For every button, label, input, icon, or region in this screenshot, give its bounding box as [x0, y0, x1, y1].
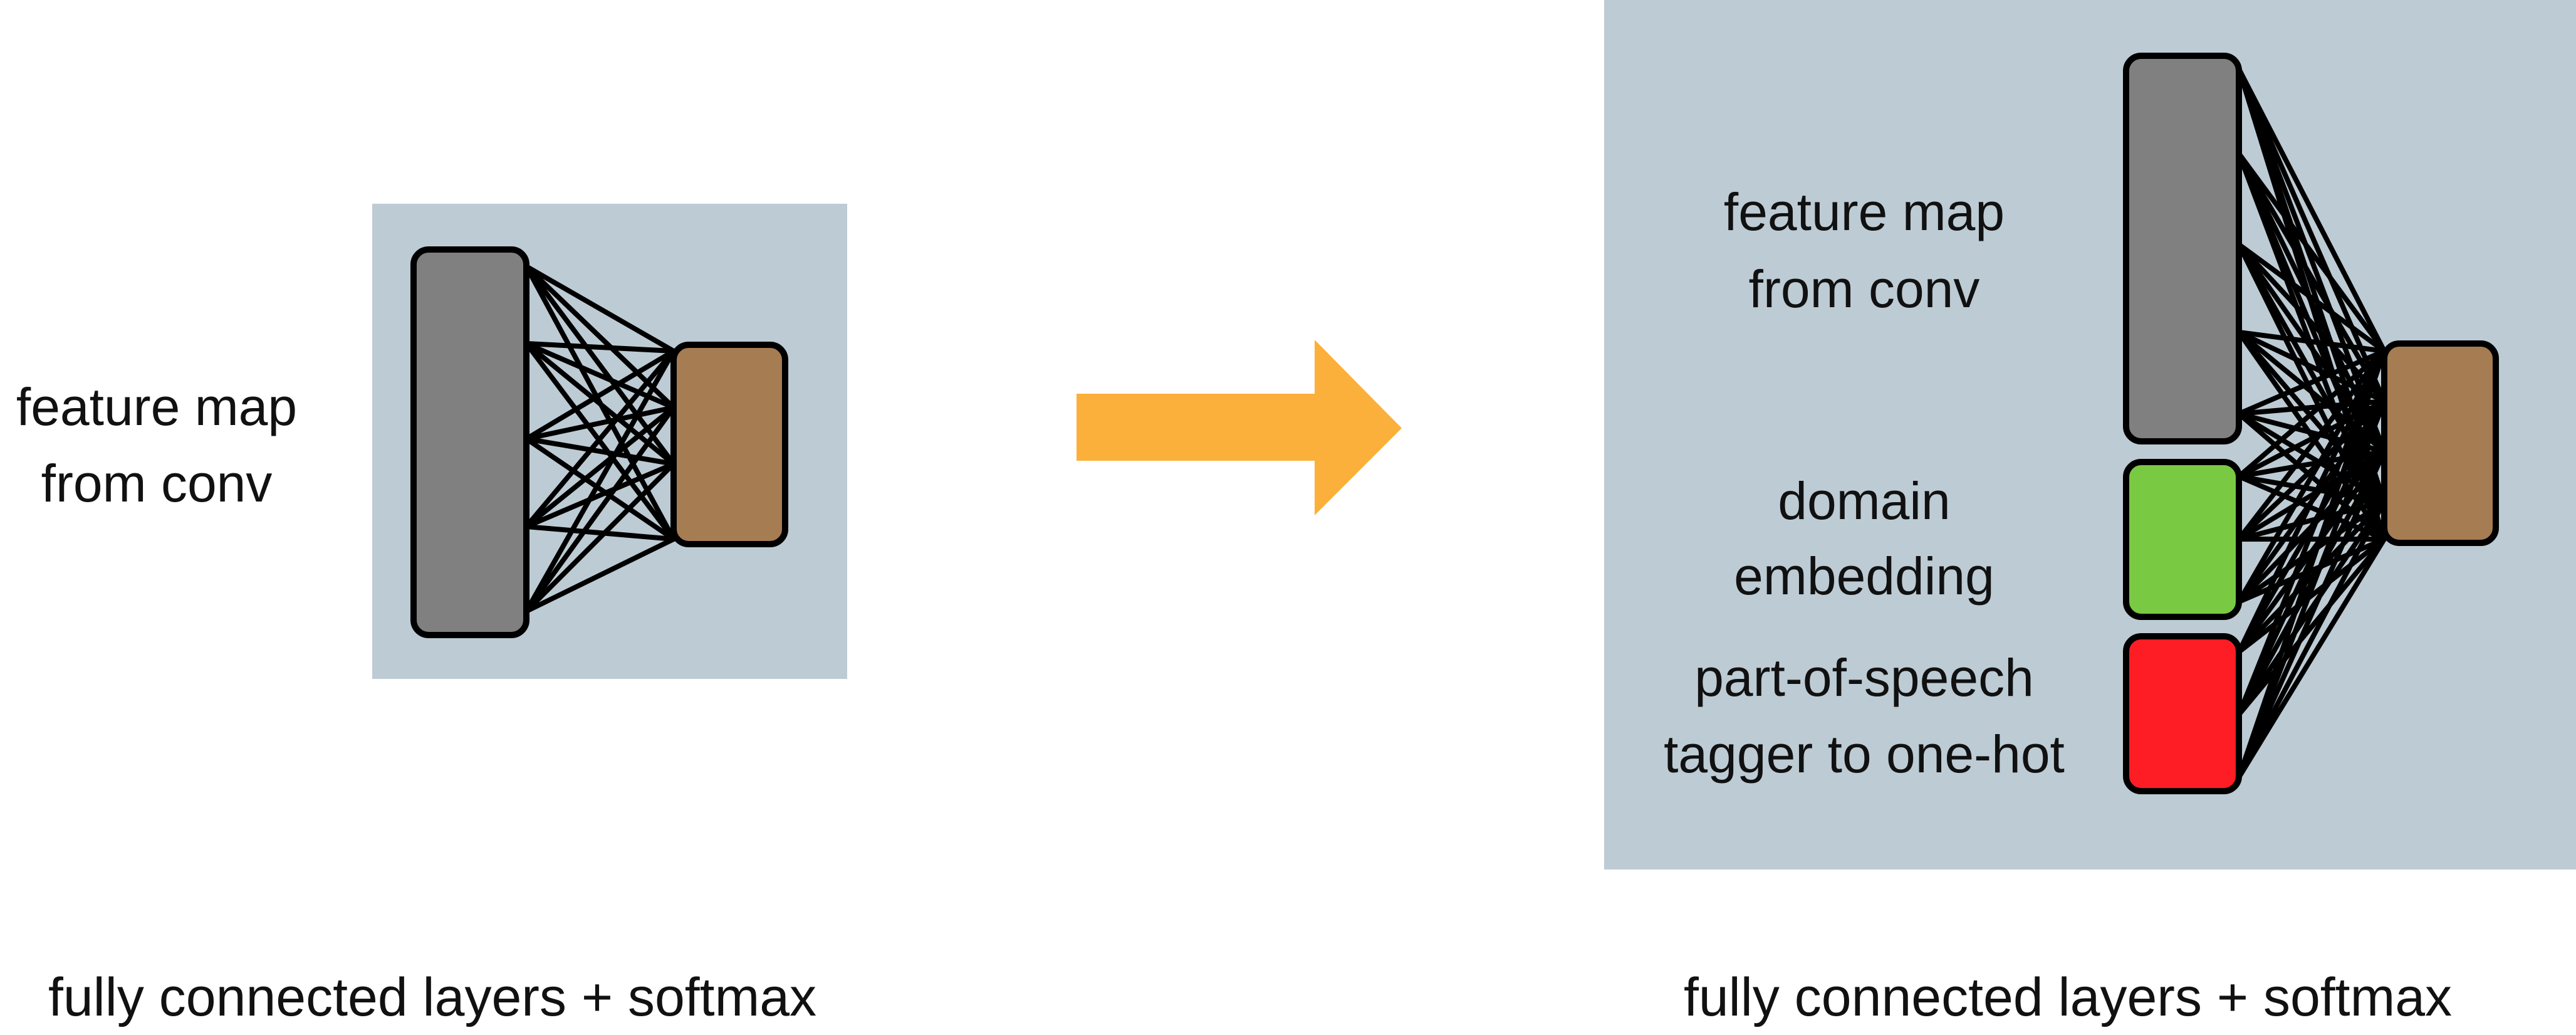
right-edge: [2236, 330, 2387, 354]
left-edge: [524, 405, 676, 441]
left-feature-label-line1: feature map: [16, 377, 297, 436]
right-feature-label-line1: feature map: [1724, 182, 2005, 241]
left-edge: [524, 264, 676, 354]
pos-tagger-label-line1: part-of-speech: [1694, 648, 2034, 707]
right-edge: [2236, 151, 2387, 354]
right-edge: [2236, 66, 2387, 354]
right-edge: [2236, 399, 2387, 780]
left-edge: [524, 405, 676, 614]
right-edge: [2236, 349, 2387, 542]
right-feature-map-node: [2123, 53, 2242, 444]
left-edge: [524, 537, 676, 614]
left-feature-label-line2: from conv: [41, 454, 273, 513]
right-fully-connected-edges: [2236, 66, 2387, 780]
right-edge: [2236, 499, 2387, 654]
right-edge: [2236, 349, 2387, 780]
transition-arrow: [1077, 340, 1402, 515]
domain-embedding-label-line2: embedding: [1734, 547, 1995, 606]
left-edge: [524, 349, 676, 614]
left-edge: [524, 405, 676, 529]
right-edge: [2236, 499, 2387, 717]
left-output-node: [670, 342, 788, 547]
pos-tagger-label-line2: tagger to one-hot: [1664, 725, 2065, 784]
right-edge: [2236, 449, 2387, 780]
left-edge: [524, 524, 676, 542]
left-edge: [524, 349, 676, 441]
left-caption: fully connected layers + softmax: [48, 967, 816, 1027]
left-edge: [524, 461, 676, 529]
right-edge: [2236, 537, 2387, 780]
left-edge: [524, 436, 676, 466]
right-edge: [2236, 349, 2387, 479]
left-edge: [524, 341, 676, 354]
right-caption: fully connected layers + softmax: [1684, 967, 2452, 1027]
domain-embedding-label-line1: domain: [1778, 471, 1951, 530]
right-edge: [2236, 349, 2387, 416]
right-edge: [2236, 349, 2387, 654]
right-feature-label-line2: from conv: [1749, 260, 1980, 318]
left-edge: [524, 264, 676, 466]
left-feature-map-node: [410, 246, 529, 638]
right-edge: [2236, 537, 2387, 717]
left-edge: [524, 436, 676, 542]
domain-embedding-node: [2123, 459, 2242, 620]
pos-one-hot-node: [2123, 633, 2242, 794]
left-edge: [524, 349, 676, 529]
right-output-node: [2381, 340, 2499, 546]
right-edge: [2236, 499, 2387, 780]
right-edge: [2236, 349, 2387, 604]
left-edge: [524, 461, 676, 614]
left-fully-connected-edges: [524, 264, 676, 614]
right-edge: [2236, 349, 2387, 717]
right-edge: [2236, 449, 2387, 654]
right-edge: [2236, 242, 2387, 354]
